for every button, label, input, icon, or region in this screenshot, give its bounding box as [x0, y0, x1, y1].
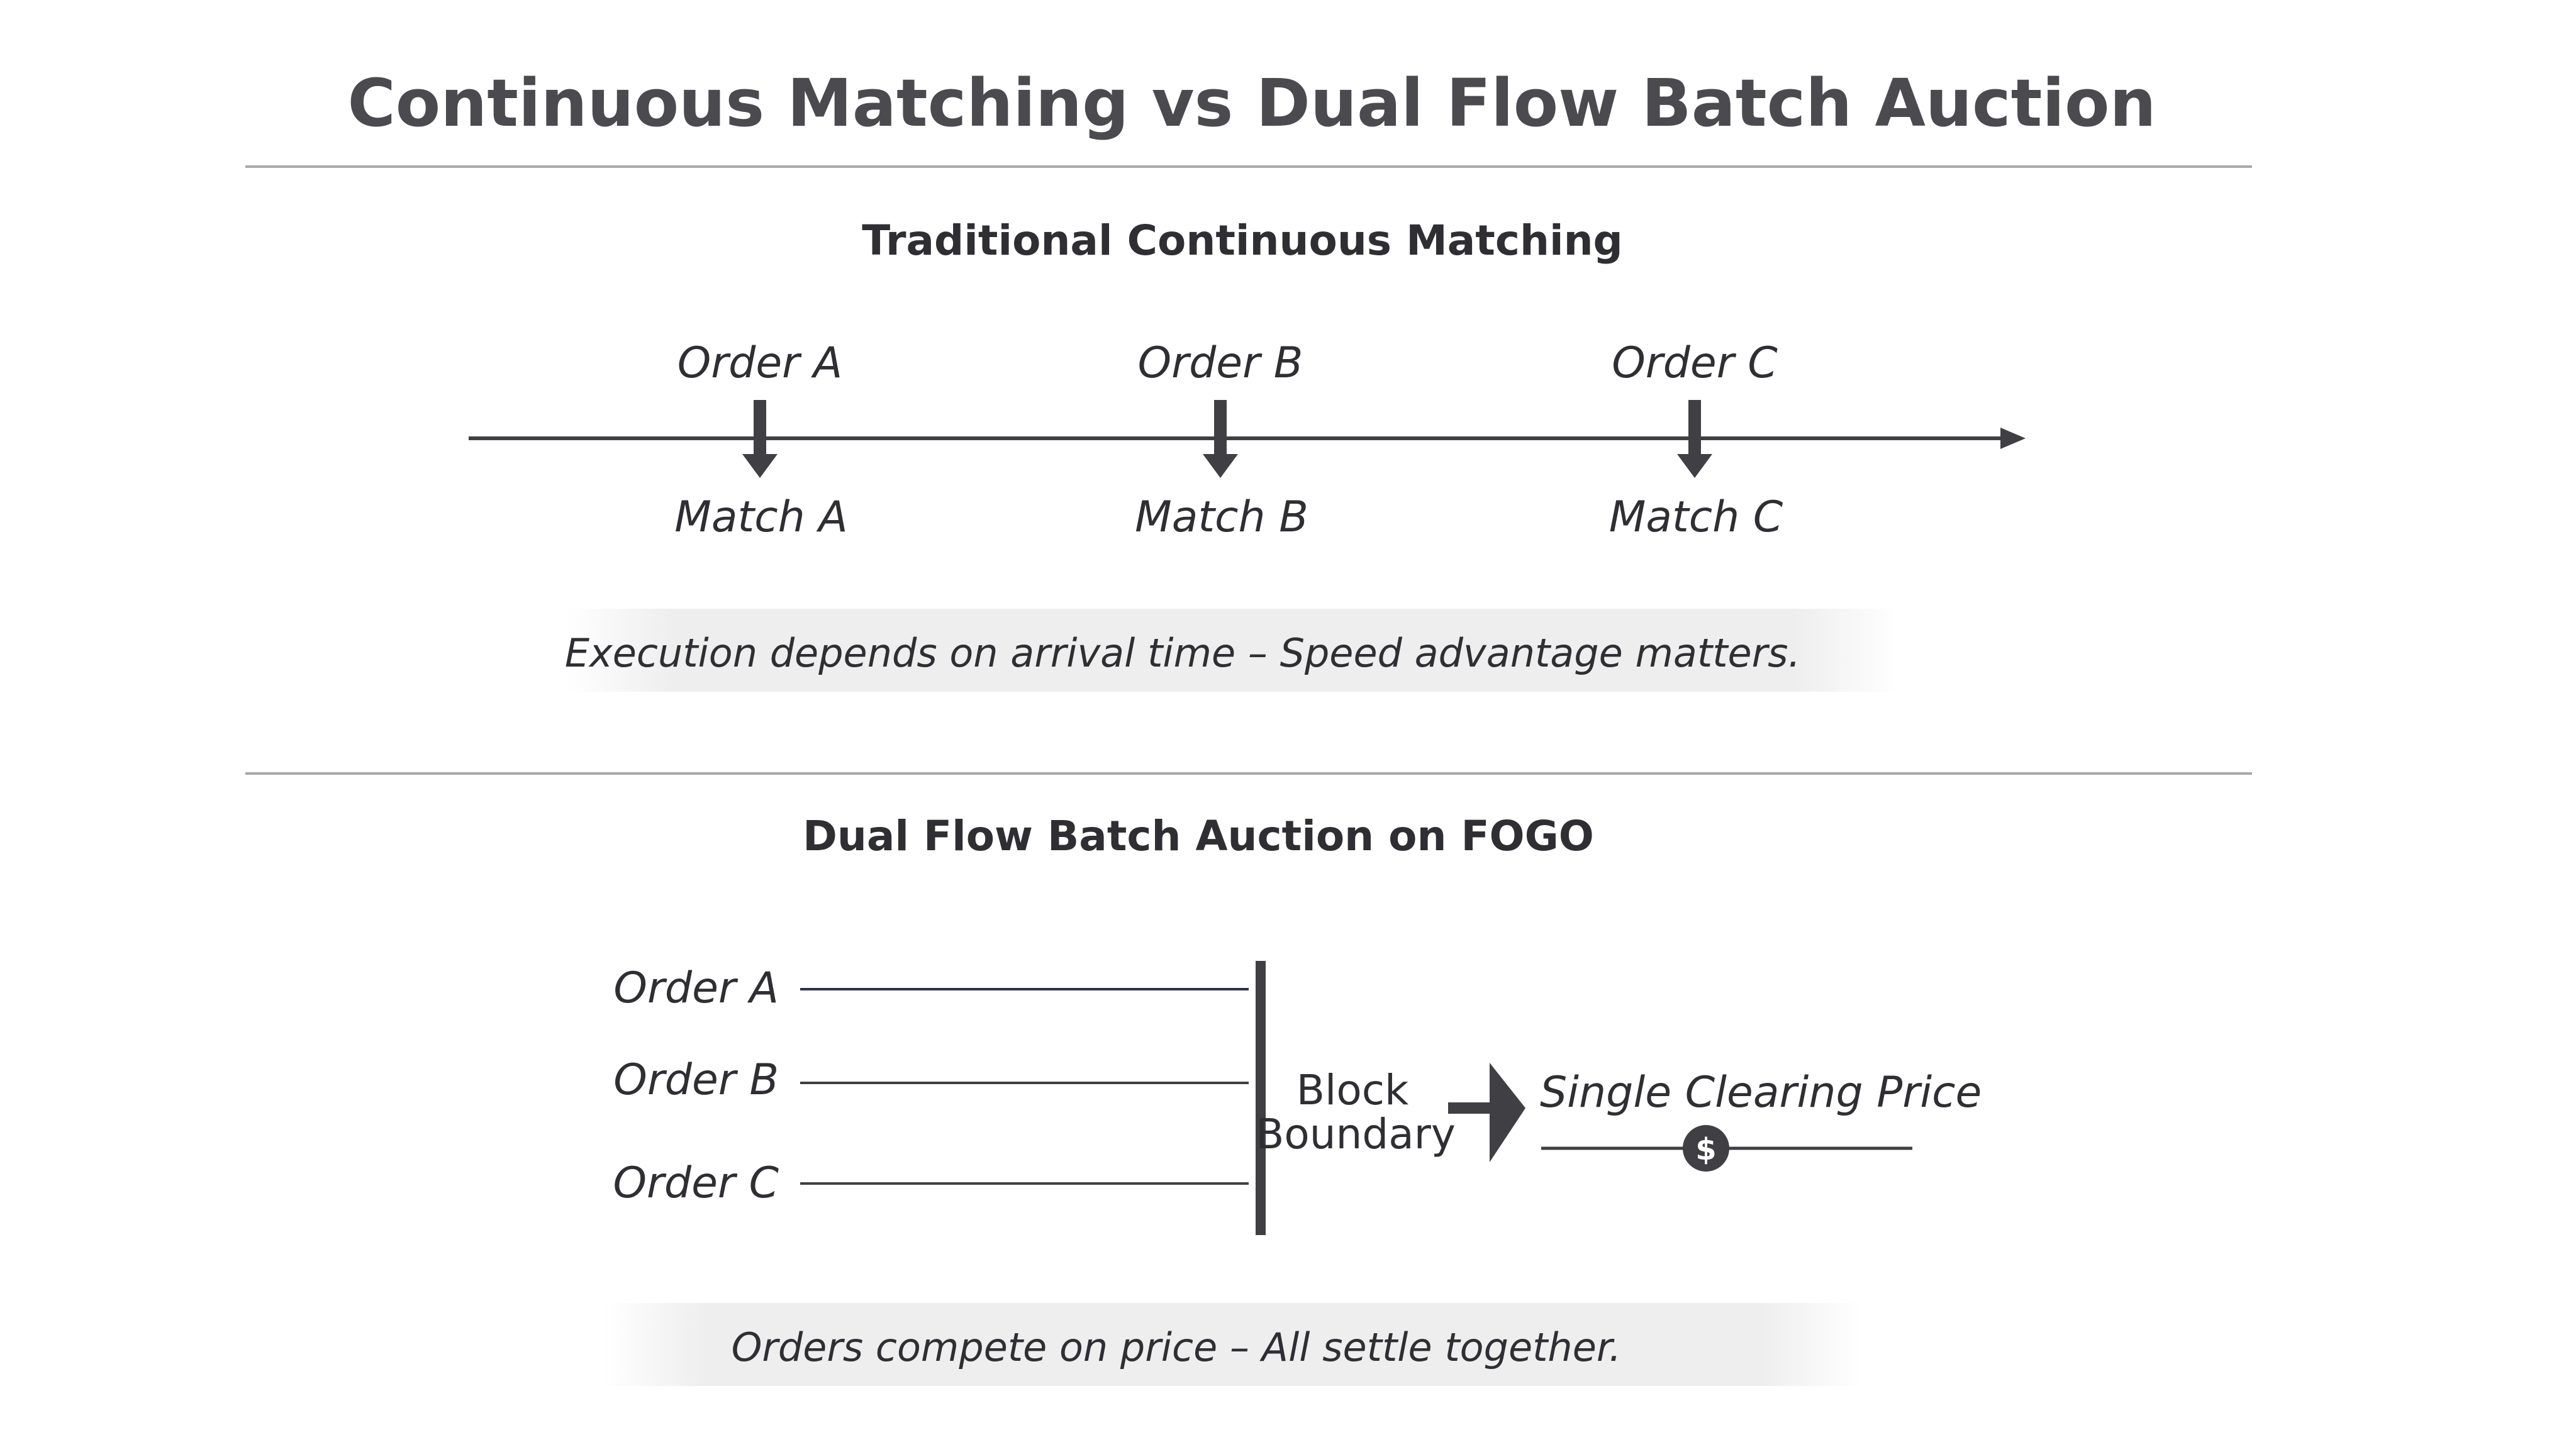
- continuous-match-b: Match B: [1135, 492, 1308, 542]
- down-arrow-icon: [1677, 400, 1712, 478]
- continuous-caption-band: [566, 609, 1900, 692]
- timeline-arrowhead-icon: [2000, 428, 2026, 449]
- batch-caption-band: [604, 1303, 1862, 1386]
- block-boundary-bar: [1256, 961, 1266, 1235]
- continuous-match-c: Match C: [1609, 492, 1783, 542]
- down-arrow-icon: [742, 400, 778, 478]
- continuous-order-a: Order A: [677, 338, 843, 388]
- batch-caption: Orders compete on price – All settle tog…: [732, 1324, 1622, 1370]
- right-arrow-icon: [1448, 1063, 1525, 1162]
- block-boundary-line1: Block: [1296, 1066, 1409, 1114]
- dollar-coin-icon: $: [1683, 1125, 1729, 1172]
- continuous-section: Traditional Continuous Matching Order A …: [469, 216, 2026, 692]
- batch-section: Dual Flow Batch Auction on FOGO Order A …: [604, 812, 1982, 1386]
- diagram-title: Continuous Matching vs Dual Flow Batch A…: [347, 65, 2156, 141]
- batch-order-a: Order A: [613, 963, 779, 1013]
- batch-order-c: Order C: [613, 1158, 779, 1208]
- batch-order-b: Order B: [613, 1055, 779, 1105]
- continuous-match-a: Match A: [674, 492, 848, 542]
- continuous-heading: Traditional Continuous Matching: [862, 216, 1623, 265]
- batch-heading: Dual Flow Batch Auction on FOGO: [803, 812, 1594, 860]
- down-arrow-icon: [1203, 400, 1238, 478]
- dollar-symbol: $: [1695, 1132, 1716, 1167]
- continuous-order-c: Order C: [1612, 338, 1778, 388]
- clearing-price-label: Single Clearing Price: [1540, 1068, 1982, 1117]
- continuous-order-b: Order B: [1138, 338, 1303, 388]
- continuous-caption: Execution depends on arrival time – Spee…: [565, 630, 1800, 676]
- block-boundary-line2: Boundary: [1256, 1110, 1456, 1158]
